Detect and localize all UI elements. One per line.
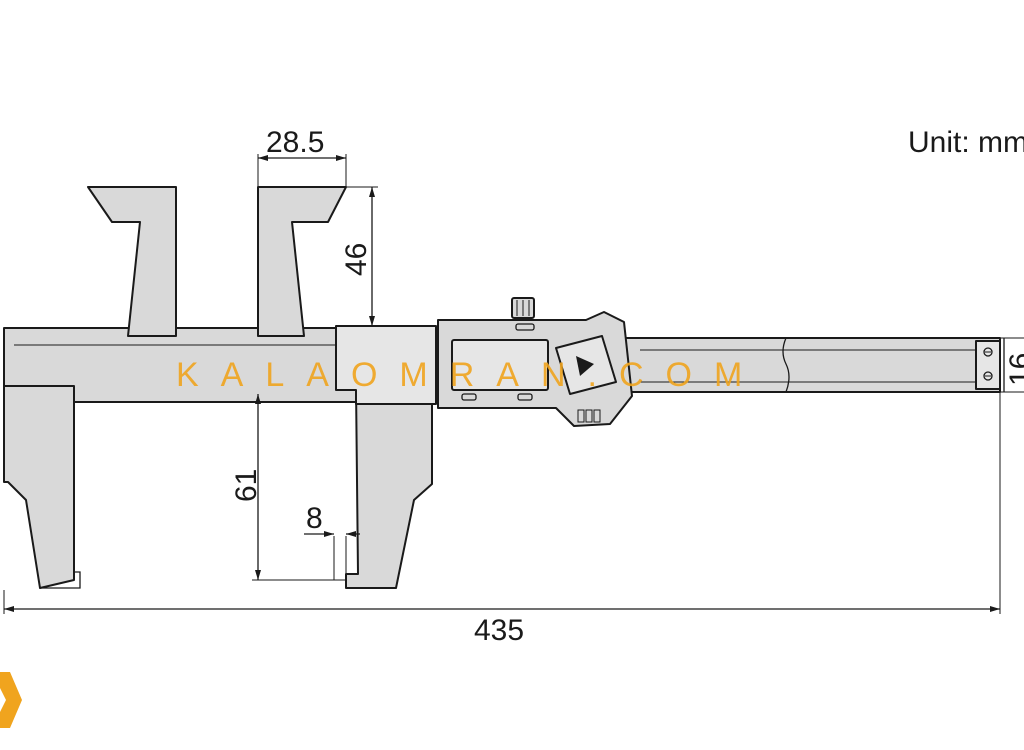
unit-label: Unit: mm xyxy=(908,126,1024,159)
dim-upper-jaw-depth: 46 xyxy=(336,186,378,327)
dim-label-61: 61 xyxy=(230,469,263,502)
grip-ridges xyxy=(577,409,601,423)
dim-label-8: 8 xyxy=(306,502,323,535)
dim-overall-length: 435 xyxy=(3,392,1001,647)
dim-label-16: 16 xyxy=(1004,353,1024,386)
dim-label-46: 46 xyxy=(340,243,373,276)
logo-mark xyxy=(0,672,22,728)
dim-label-435: 435 xyxy=(474,614,524,647)
display-unit xyxy=(437,297,633,427)
sliding-jaw xyxy=(257,186,437,589)
dim-lower-tip-width: 8 xyxy=(304,502,360,580)
dim-lower-jaw-depth: 61 xyxy=(230,394,346,581)
fixed-jaw xyxy=(3,186,177,589)
play-triangle-icon xyxy=(576,356,594,376)
dim-label-28-5: 28.5 xyxy=(266,126,324,159)
watermark-text: KALAOMRAN.COM xyxy=(176,356,764,394)
dim-beam-height: 16 xyxy=(1000,337,1024,393)
dim-upper-jaw-width: 28.5 xyxy=(257,126,347,187)
